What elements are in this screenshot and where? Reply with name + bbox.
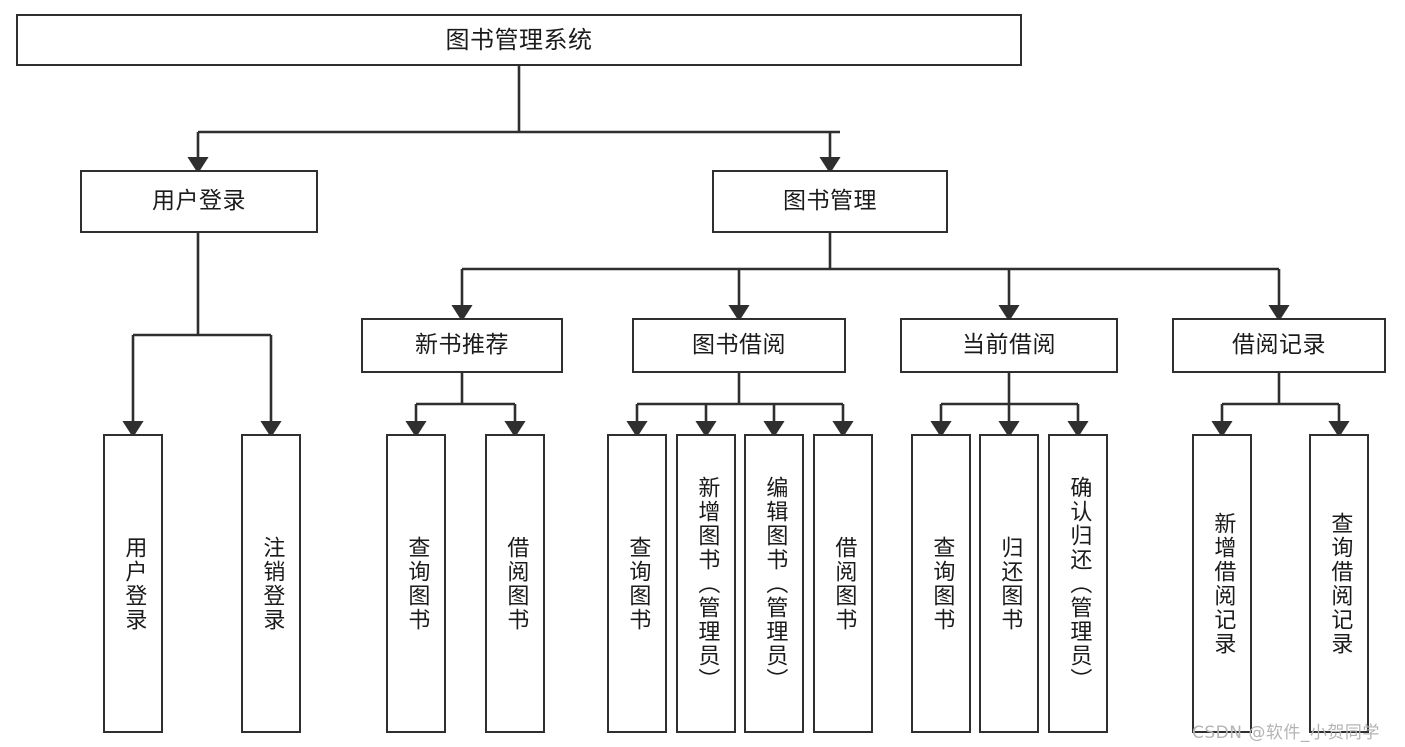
node-label: 归还图书 [997, 535, 1023, 632]
node-label: 用户登录 [121, 535, 147, 632]
node-label: 借阅图书 [831, 535, 857, 632]
node-label: 图书管理系统 [445, 25, 593, 54]
node-label: 新增图书（管理员） [694, 475, 720, 692]
node-label: 用户登录 [152, 187, 246, 214]
node-label: 查询图书 [625, 535, 651, 632]
node-book-borrow[interactable]: 图书借阅 [632, 318, 846, 373]
node-leaf-query-book-current[interactable]: 查询图书 [911, 434, 971, 733]
node-label: 查询图书 [929, 535, 955, 632]
node-leaf-confirm-return[interactable]: 确认归还（管理员） [1048, 434, 1108, 733]
node-root-book-management-system[interactable]: 图书管理系统 [16, 14, 1022, 66]
node-leaf-user-login[interactable]: 用户登录 [103, 434, 163, 733]
node-label: 图书借阅 [692, 331, 786, 358]
node-label: 注销登录 [259, 535, 285, 632]
node-leaf-borrow-book-recommend[interactable]: 借阅图书 [485, 434, 545, 733]
node-leaf-query-book-recommend[interactable]: 查询图书 [386, 434, 446, 733]
node-leaf-user-logout[interactable]: 注销登录 [241, 434, 301, 733]
node-leaf-edit-book[interactable]: 编辑图书（管理员） [744, 434, 804, 733]
node-leaf-return-book[interactable]: 归还图书 [979, 434, 1039, 733]
node-label: 编辑图书（管理员） [762, 475, 788, 692]
node-label: 图书管理 [783, 187, 877, 214]
node-label: 借阅记录 [1232, 331, 1326, 358]
node-book-management[interactable]: 图书管理 [712, 170, 948, 233]
node-user-login[interactable]: 用户登录 [80, 170, 318, 233]
node-label: 新书推荐 [415, 331, 509, 358]
node-leaf-query-book-borrow[interactable]: 查询图书 [607, 434, 667, 733]
node-current-borrow[interactable]: 当前借阅 [900, 318, 1118, 373]
node-leaf-query-borrow-record[interactable]: 查询借阅记录 [1309, 434, 1369, 733]
node-label: 查询借阅记录 [1327, 511, 1353, 656]
node-label: 当前借阅 [962, 331, 1056, 358]
node-label: 查询图书 [404, 535, 430, 632]
node-new-book-recommend[interactable]: 新书推荐 [361, 318, 563, 373]
node-borrow-record[interactable]: 借阅记录 [1172, 318, 1386, 373]
node-leaf-add-book[interactable]: 新增图书（管理员） [676, 434, 736, 733]
csdn-watermark: CSDN @软件_小贺同学 [1192, 723, 1380, 743]
node-label: 借阅图书 [503, 535, 529, 632]
node-label: 新增借阅记录 [1210, 511, 1236, 656]
node-label: 确认归还（管理员） [1066, 475, 1092, 692]
node-leaf-add-borrow-record[interactable]: 新增借阅记录 [1192, 434, 1252, 733]
node-leaf-borrow-book[interactable]: 借阅图书 [813, 434, 873, 733]
